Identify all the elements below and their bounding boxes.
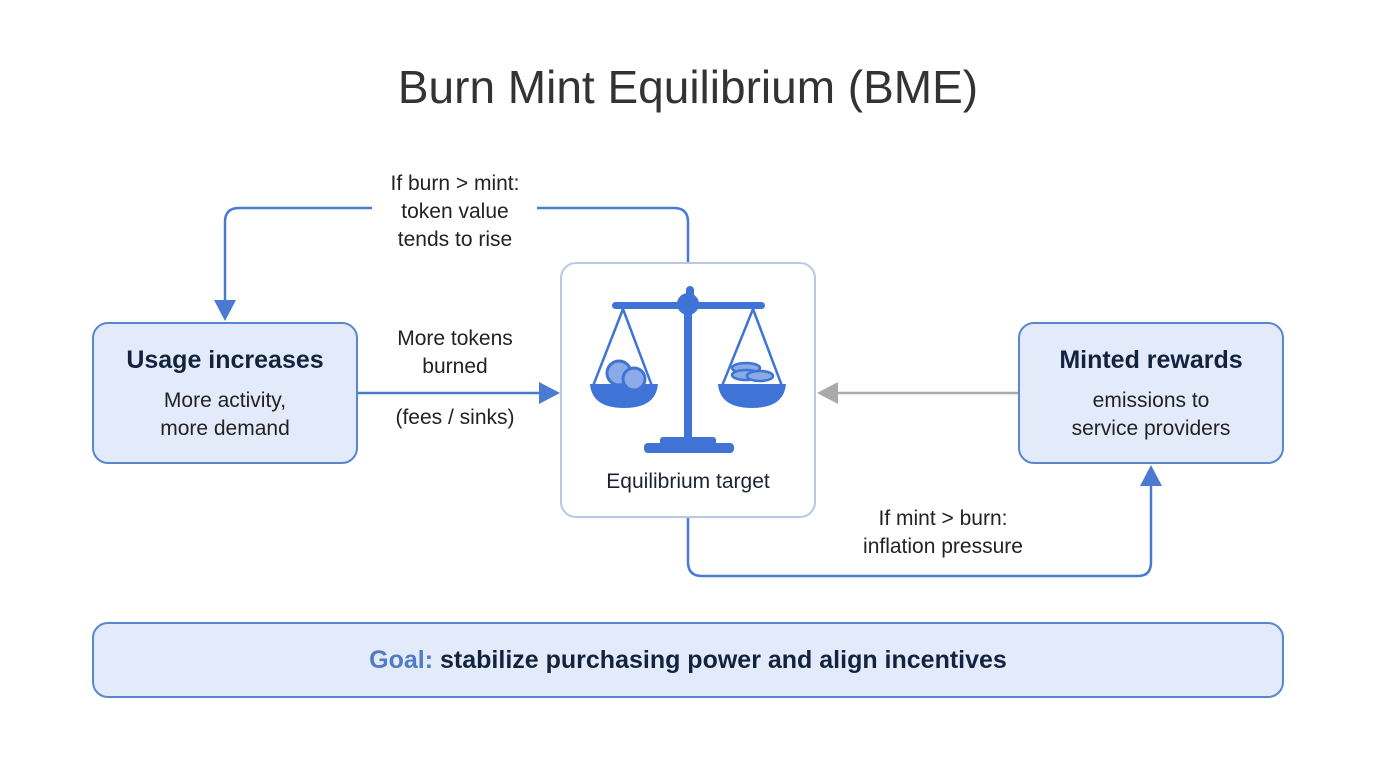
minted-line2: service providers [1071,417,1231,440]
equilibrium-target-box: Equilibrium target [560,262,816,518]
arrowhead-up [1140,465,1162,486]
equilibrium-target-label: Equilibrium target [606,470,770,493]
bottom-note-line1: If mint > burn: [878,507,1008,530]
balance-scale-icon [590,286,786,453]
top-note-line3: tends to rise [397,228,513,251]
goal-text: stabilize purchasing power and align inc… [440,646,1007,674]
burn-arrow-note: More tokens burned [335,325,575,381]
minted-line1: emissions to [1092,389,1210,412]
goal-prefix: Goal: [369,646,434,674]
minted-rewards-box: Minted rewards emissions to service provi… [1018,322,1284,464]
arrowhead-right [539,382,560,404]
top-note-line1: If burn > mint: [390,172,520,195]
bottom-note-line2: inflation pressure [863,535,1023,558]
minted-heading: Minted rewards [1059,346,1243,374]
burn-note-line1: More tokens [397,327,513,350]
arrowhead-left-gray [817,382,838,404]
top-note-line2: token value [401,200,509,223]
usage-increases-box: Usage increases More activity, more deman… [92,322,358,464]
bottom-loop-arrow [686,484,1153,578]
top-loop-arrow-left-segment [223,206,372,302]
usage-line2: more demand [160,417,290,440]
usage-line1: More activity, [163,389,287,412]
page-title: Burn Mint Equilibrium (BME) [397,61,979,113]
top-loop-arrow-right-segment [537,206,690,262]
bottom-loop-note: If mint > burn: inflation pressure [823,505,1063,561]
arrowhead-down [214,300,236,321]
burn-arrow-note-sub: (fees / sinks) [395,406,515,429]
top-loop-note: If burn > mint: token value tends to ris… [335,170,575,254]
burn-note-line2: burned [422,355,488,378]
goal-banner: Goal: stabilize purchasing power and ali… [92,622,1284,698]
usage-heading: Usage increases [126,346,324,374]
